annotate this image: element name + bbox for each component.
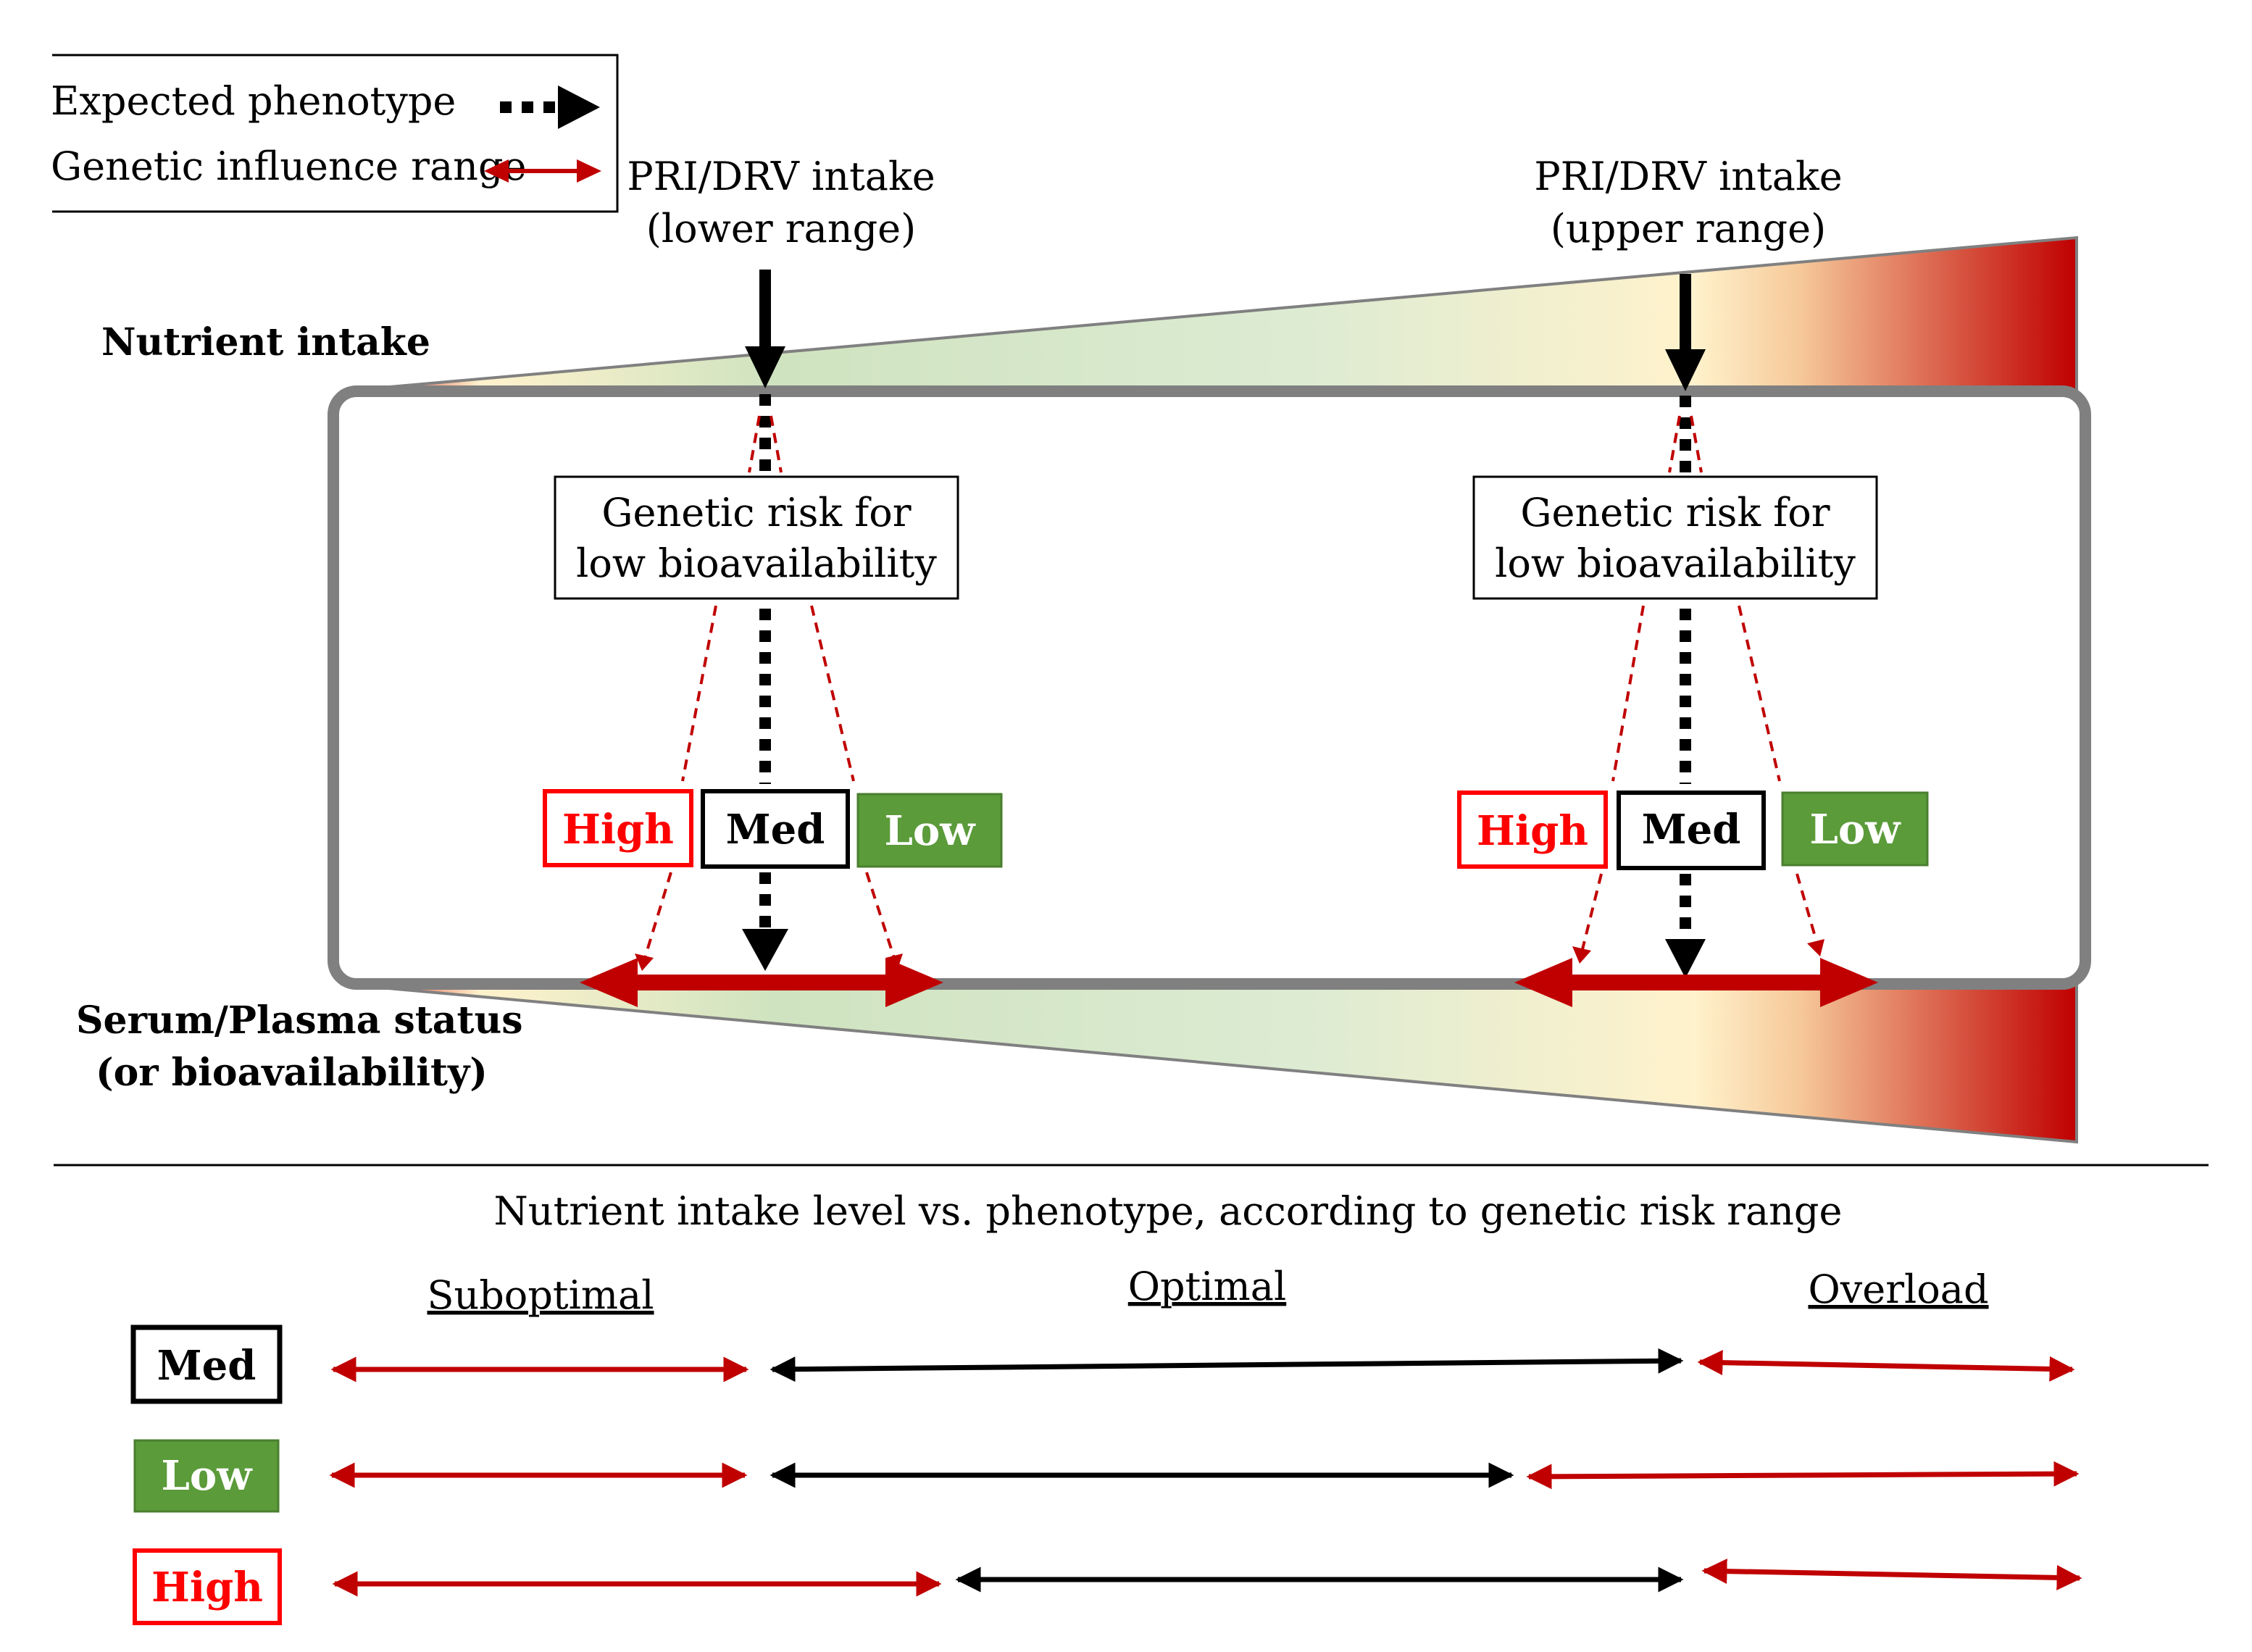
intake-vs-phenotype-section: Nutrient intake level vs. phenotype, acc… xyxy=(130,1188,2082,1625)
med-overload-range-arrow xyxy=(1697,1350,2075,1382)
lower-intake-label-line1: PRI/DRV intake xyxy=(627,154,935,199)
lower-genetic-dashed-top-left xyxy=(748,415,761,473)
upper-genetic-dashed-right xyxy=(1738,605,1781,782)
serum-status-gradient-band xyxy=(340,983,2078,1144)
upper-risk-med-label: Med xyxy=(1642,806,1741,854)
lower-genetic-dashed-left xyxy=(681,605,717,782)
legend-red-arrow-right-icon xyxy=(577,159,601,183)
serum-status-label: Serum/Plasma status xyxy=(76,998,523,1043)
legend-red-arrow-left-icon xyxy=(484,159,509,183)
legend-expected-phenotype-label: Expected phenotype xyxy=(51,78,456,124)
lower-risk-med-label: Med xyxy=(726,806,825,854)
lower-genetic-dashed-bottom-left xyxy=(643,872,672,959)
upper-genetic-arrow-right-icon xyxy=(1807,939,1824,956)
lower-genetic-arrow-left-icon xyxy=(635,954,654,971)
upper-genetic-dashed-top-right xyxy=(1690,415,1703,473)
bottom-low-badge xyxy=(133,1439,280,1513)
upper-risk-med-badge xyxy=(1617,790,1766,870)
lower-genetic-range-right-arrow-icon xyxy=(885,958,943,1007)
lower-intake-label-line2: (lower range) xyxy=(646,206,916,251)
lower-genetic-risk-line2: low bioavailability xyxy=(576,541,937,586)
lower-risk-low-badge xyxy=(856,793,1003,868)
bottom-title: Nutrient intake level vs. phenotype, acc… xyxy=(494,1188,1843,1234)
upper-genetic-range-left-arrow-icon xyxy=(1514,958,1572,1007)
nutrient-intake-label: Nutrient intake xyxy=(101,320,430,364)
upper-intake-column: Genetic risk for low bioavailability Hig… xyxy=(1457,274,1929,1007)
upper-risk-high-label: High xyxy=(1477,807,1588,855)
bottom-low-label: Low xyxy=(162,1452,254,1500)
lower-risk-med-badge xyxy=(701,789,850,869)
bottom-high-label: High xyxy=(151,1564,263,1611)
optimal-heading: Optimal xyxy=(1128,1264,1286,1309)
upper-expected-arrow-head-icon xyxy=(1665,939,1706,978)
lower-genetic-dashed-right xyxy=(810,605,855,782)
upper-genetic-risk-box xyxy=(1472,475,1878,600)
upper-genetic-dashed-bottom-left xyxy=(1581,873,1603,950)
bottom-high-badge xyxy=(133,1548,282,1625)
upper-genetic-dashed-bottom-right xyxy=(1796,873,1817,940)
upper-intake-label-line2: (upper range) xyxy=(1551,206,1826,251)
suboptimal-heading: Suboptimal xyxy=(427,1272,654,1318)
lower-genetic-risk-box xyxy=(554,475,959,600)
upper-risk-low-label: Low xyxy=(1810,806,1902,854)
upper-genetic-range-right-arrow-icon xyxy=(1820,958,1878,1007)
upper-genetic-dashed-top-left xyxy=(1668,415,1681,473)
legend-border xyxy=(52,54,619,213)
lower-intake-arrow-head-icon xyxy=(745,346,785,388)
serum-bioavailability-label: (or bioavailability) xyxy=(96,1051,488,1095)
lower-genetic-risk-line1: Genetic risk for xyxy=(601,490,911,535)
upper-intake-arrow-head-icon xyxy=(1665,349,1706,391)
legend-dotted-arrow-head-icon xyxy=(558,85,600,129)
nutrient-intake-gradient-band xyxy=(340,235,2078,393)
lower-risk-low-label: Low xyxy=(885,807,977,855)
upper-risk-high-badge xyxy=(1457,790,1608,869)
legend-genetic-influence-label: Genetic influence range xyxy=(51,143,526,189)
lower-genetic-range-left-arrow-icon xyxy=(580,958,638,1007)
lower-intake-column: Genetic risk for low bioavailability Hig… xyxy=(543,270,1003,1007)
upper-genetic-risk-line2: low bioavailability xyxy=(1495,541,1856,586)
lower-genetic-dashed-bottom-right xyxy=(865,872,896,959)
high-overload-range-arrow xyxy=(1701,1559,2082,1590)
overload-heading: Overload xyxy=(1808,1267,1988,1312)
lower-genetic-dashed-top-right xyxy=(770,415,783,473)
lower-risk-high-badge xyxy=(543,789,693,867)
med-optimal-range-arrow xyxy=(770,1348,1684,1382)
upper-genetic-arrow-left-icon xyxy=(1572,946,1591,964)
upper-genetic-risk-line1: Genetic risk for xyxy=(1520,490,1830,535)
lower-risk-high-label: High xyxy=(562,806,674,854)
bottom-med-badge xyxy=(130,1324,283,1404)
bottom-med-label: Med xyxy=(157,1342,257,1390)
low-overload-range-arrow xyxy=(1526,1461,2080,1490)
upper-intake-label-line1: PRI/DRV intake xyxy=(1534,154,1842,199)
legend: Expected phenotype Genetic influence ran… xyxy=(51,54,619,213)
upper-risk-low-badge xyxy=(1781,791,1929,867)
lower-expected-arrow-head-icon xyxy=(742,929,788,971)
upper-genetic-dashed-left xyxy=(1611,605,1645,782)
